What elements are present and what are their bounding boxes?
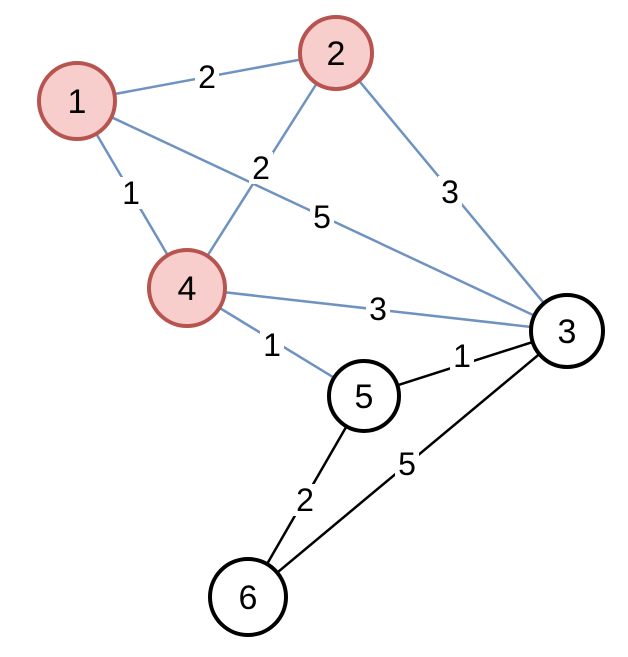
edge-weight-bg-4-3 bbox=[366, 293, 390, 325]
graph-node-3[interactable] bbox=[529, 293, 605, 369]
graph-node-5[interactable] bbox=[327, 359, 401, 433]
graph-node-label-5: 5 bbox=[355, 378, 374, 416]
edge-weight-5-6: 2 bbox=[296, 482, 314, 518]
edge-weight-2-4: 2 bbox=[252, 150, 270, 186]
edge-weight-bg-4-5 bbox=[260, 329, 284, 361]
graph-node-label-4: 4 bbox=[178, 270, 197, 308]
graph-node-label-3: 3 bbox=[558, 313, 577, 351]
graph-node-label-2: 2 bbox=[327, 35, 346, 73]
edge-weight-bg-1-4 bbox=[119, 177, 143, 209]
edge-weight-4-5: 1 bbox=[263, 327, 281, 363]
edge-weight-bg-5-3 bbox=[450, 340, 474, 372]
edge-weight-bg-6-3 bbox=[395, 448, 419, 480]
graph-node-6[interactable] bbox=[208, 557, 288, 637]
edge-weight-5-3: 1 bbox=[453, 338, 471, 374]
edge-weight-bg-1-3 bbox=[310, 201, 334, 233]
edge-weight-1-4: 1 bbox=[122, 175, 140, 211]
edge-weight-bg-2-4 bbox=[249, 152, 273, 184]
edge-weight-2-3: 3 bbox=[441, 174, 459, 210]
edge-weight-bg-5-6 bbox=[293, 484, 317, 516]
graph-node-1[interactable] bbox=[37, 61, 117, 141]
edge-weight-1-3: 5 bbox=[313, 199, 331, 235]
graph-node-label-6: 6 bbox=[239, 579, 258, 617]
edge-weight-4-3: 3 bbox=[369, 291, 387, 327]
edge-weight-1-2: 2 bbox=[198, 59, 216, 95]
edge-weight-bg-2-3 bbox=[438, 176, 462, 208]
edge-weight-bg-1-2 bbox=[195, 61, 219, 93]
graph-node-label-1: 1 bbox=[68, 83, 87, 121]
graph-node-4[interactable] bbox=[147, 248, 227, 328]
graph-node-2[interactable] bbox=[298, 15, 374, 91]
edge-weight-6-3: 5 bbox=[398, 446, 416, 482]
